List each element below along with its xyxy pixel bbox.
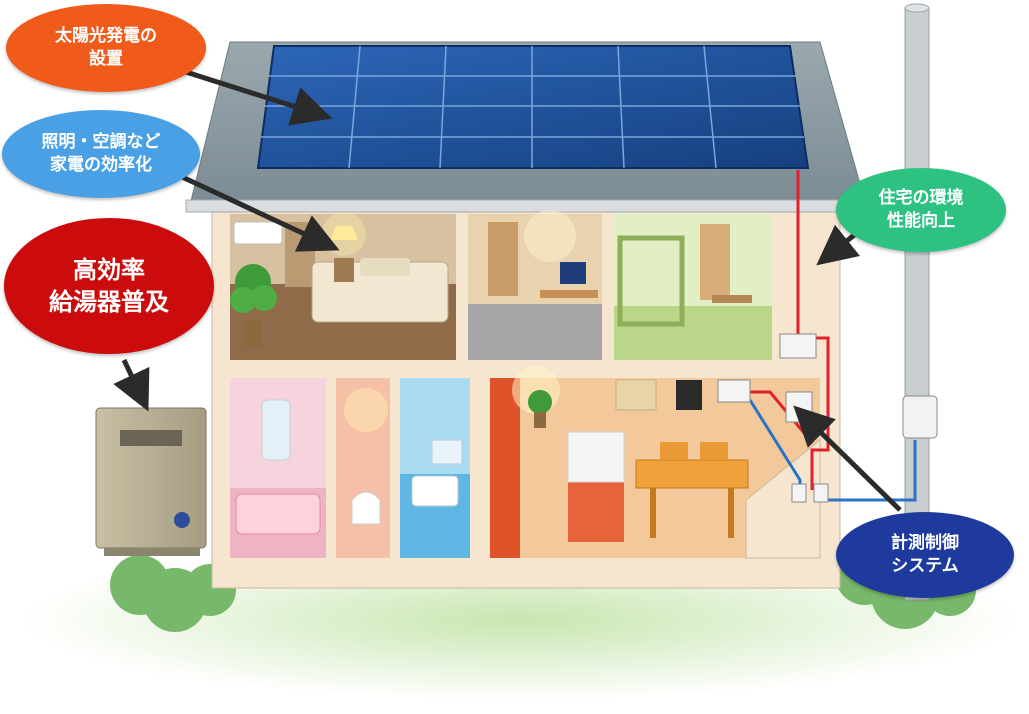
solar-panel-icon [256, 45, 810, 169]
callout-lighting: 照明・空調など 家電の効率化 [2, 110, 200, 198]
callout-lighting-line1: 照明・空調など [41, 132, 161, 153]
callout-water-heater: 高効率 給湯器普及 [4, 218, 214, 354]
plant-icon [528, 390, 552, 428]
arrow-icon [113, 358, 150, 412]
callout-lighting-line2: 家電の効率化 [50, 155, 152, 175]
lower-floor [230, 366, 821, 559]
water-heater-icon [95, 407, 207, 556]
upper-floor [230, 210, 772, 360]
left-bush [110, 555, 236, 632]
arrow-icon [185, 69, 333, 126]
callout-solar-line1: 太陽光発電の [55, 26, 157, 47]
callout-arrows [113, 69, 902, 512]
arrow-icon [178, 173, 340, 252]
dining-table [635, 442, 749, 538]
callout-housing-performance: 住宅の環境 性能向上 [836, 168, 1006, 252]
meter-box-icon [902, 395, 938, 439]
callout-housing-line1: 住宅の環境 [878, 188, 964, 209]
callout-housing-line2: 性能向上 [887, 211, 955, 231]
callout-solar: 太陽光発電の 設置 [6, 4, 206, 92]
callout-water-heater-line2: 給湯器普及 [49, 288, 169, 316]
callout-measure-line1: 計測制御 [891, 533, 959, 554]
arrow-icon [816, 224, 861, 266]
callout-measurement-control: 計測制御 システム [836, 512, 1014, 598]
plant-icon [230, 264, 277, 348]
callout-solar-line2: 設置 [89, 49, 123, 69]
arrow-icon [793, 405, 902, 512]
callout-water-heater-line1: 高効率 [73, 255, 145, 284]
callout-measure-line2: システム [891, 556, 959, 576]
